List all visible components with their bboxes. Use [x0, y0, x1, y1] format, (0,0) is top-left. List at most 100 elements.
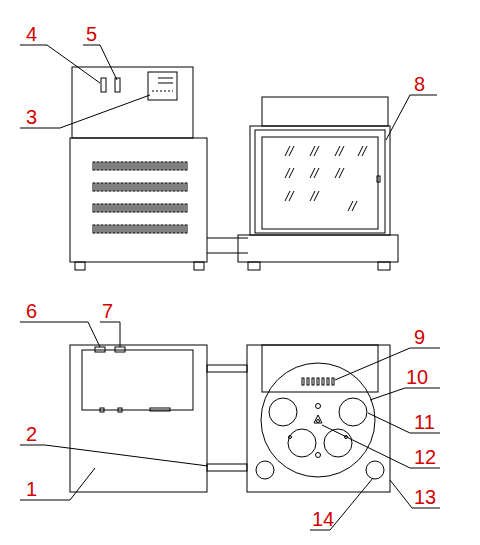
vent-slot [145, 225, 147, 233]
vent-slot [125, 162, 127, 170]
vent-slot [129, 162, 131, 170]
leader-lines [20, 45, 440, 530]
vent-slot [141, 162, 143, 170]
vent-slot [169, 204, 171, 212]
vent-slot [157, 183, 159, 191]
vent-slot [185, 183, 187, 191]
vent-slot [129, 183, 131, 191]
sample-hole [339, 398, 367, 426]
vent-slot [137, 225, 139, 233]
vent-slot [153, 162, 155, 170]
leader-line [20, 468, 95, 500]
vent-slot [113, 162, 115, 170]
foot [194, 262, 204, 270]
rotary-disc [261, 363, 375, 477]
vent-slot [165, 183, 167, 191]
vent-slot [157, 204, 159, 212]
vent-slot [181, 204, 183, 212]
vent-slot [109, 225, 111, 233]
vent-slot [105, 225, 107, 233]
vent-slot [137, 204, 139, 212]
vent-slot [93, 183, 95, 191]
callout-number: 14 [312, 509, 334, 529]
vent-slot [109, 162, 111, 170]
slot [332, 378, 334, 385]
slot [322, 378, 324, 385]
leader-line [83, 45, 117, 80]
vent-slot [97, 162, 99, 170]
vent-slot [117, 162, 119, 170]
display-line [158, 78, 173, 79]
vent-slot [93, 225, 95, 233]
center-hub [317, 420, 320, 423]
callout-number: 11 [414, 412, 435, 432]
vent-slot [121, 204, 123, 212]
leader-line [368, 413, 440, 433]
vent-slot [157, 162, 159, 170]
vent-slot [97, 183, 99, 191]
vent-slot [177, 183, 179, 191]
leader-line [20, 45, 100, 83]
foot [378, 262, 390, 270]
control-box [72, 67, 193, 138]
door-handle [377, 176, 380, 182]
vent-slot [93, 162, 95, 170]
vent-slot [121, 183, 123, 191]
vent-slot [121, 225, 123, 233]
left-cabinet [70, 138, 207, 262]
leader-line [20, 322, 100, 347]
vent-slot [113, 225, 115, 233]
vent-slot [133, 225, 135, 233]
top-lid [262, 97, 388, 126]
vent-slot [133, 204, 135, 212]
display-keys [152, 91, 173, 92]
vent-slot [185, 162, 187, 170]
display-line [158, 83, 173, 84]
vent-slot [117, 183, 119, 191]
glass-hatch [285, 146, 367, 211]
slot [327, 378, 329, 385]
control-box-top [82, 350, 193, 410]
vent-slot [137, 183, 139, 191]
vent-slot [101, 204, 103, 212]
vent-slot [105, 204, 107, 212]
vent-slot [149, 162, 151, 170]
vent-slot [165, 204, 167, 212]
leader-line [370, 388, 440, 400]
callout-number: 1 [26, 479, 37, 499]
corner-hole [256, 461, 274, 479]
vent-slot [173, 225, 175, 233]
slot [302, 378, 304, 385]
vent-slot [149, 183, 151, 191]
vent-slot [109, 183, 111, 191]
right-unit-top [247, 345, 390, 492]
glass-mark [289, 146, 294, 156]
vent-slot [121, 162, 123, 170]
callout-number: 7 [102, 301, 113, 321]
vent-slot [105, 183, 107, 191]
vent-slot [137, 162, 139, 170]
vent-slot [177, 204, 179, 212]
glass-mark [339, 146, 344, 156]
window [262, 137, 378, 229]
leader-line [20, 445, 208, 466]
switch [115, 347, 125, 352]
pin [289, 436, 292, 439]
vent-slot [129, 225, 131, 233]
slot-row [302, 378, 334, 385]
vent-slot [173, 162, 175, 170]
vent-slot [161, 204, 163, 212]
terminal [118, 408, 122, 412]
glass-mark [339, 168, 344, 178]
lid-panel [262, 345, 378, 392]
top-view [70, 67, 398, 270]
vent-slot [125, 225, 127, 233]
callout-number: 9 [414, 327, 425, 347]
display-panel [148, 72, 177, 100]
glass-mark [314, 191, 319, 201]
callout-number: 2 [26, 424, 37, 444]
vent-slot [101, 225, 103, 233]
terminal [100, 408, 104, 412]
